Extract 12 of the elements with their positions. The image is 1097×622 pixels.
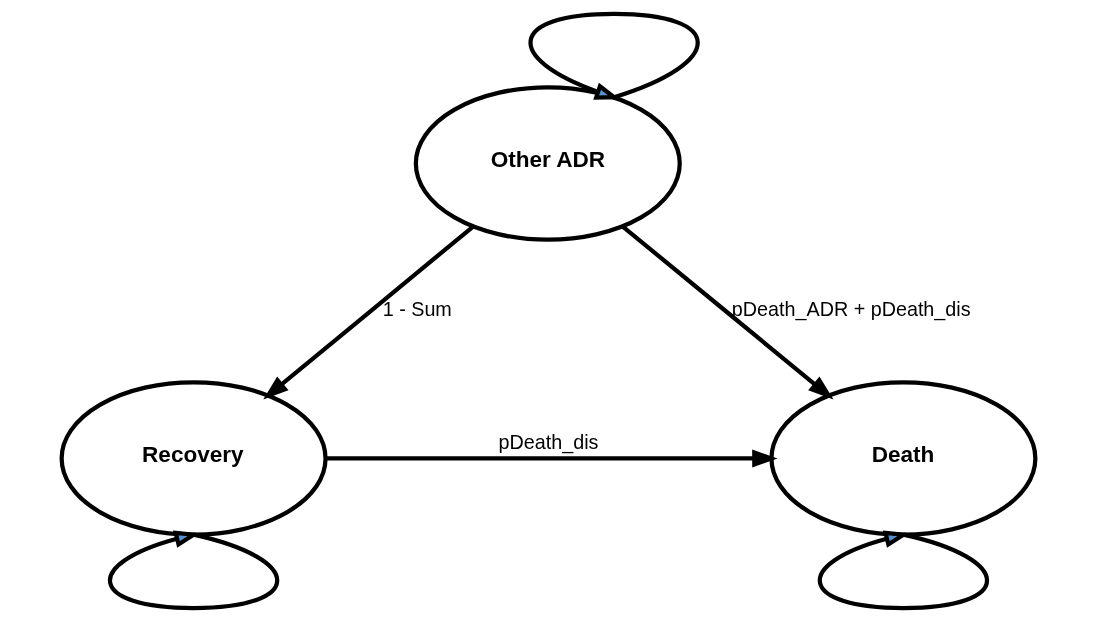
arrow <box>528 11 700 100</box>
edge-label: pDeath_dis <box>498 430 599 453</box>
node-ellipse: Recovery <box>59 380 328 537</box>
arrow <box>325 449 778 468</box>
arrow <box>818 530 989 611</box>
node-ellipse: Death <box>769 380 1038 537</box>
arrow <box>263 224 475 400</box>
arrow <box>108 530 279 611</box>
edge-label: pDeath_ADR + pDeath_dis <box>731 298 971 321</box>
arrow <box>621 224 834 400</box>
edge-label: 1 - Sum <box>382 298 452 321</box>
node-ellipse: Other ADR <box>413 85 682 242</box>
